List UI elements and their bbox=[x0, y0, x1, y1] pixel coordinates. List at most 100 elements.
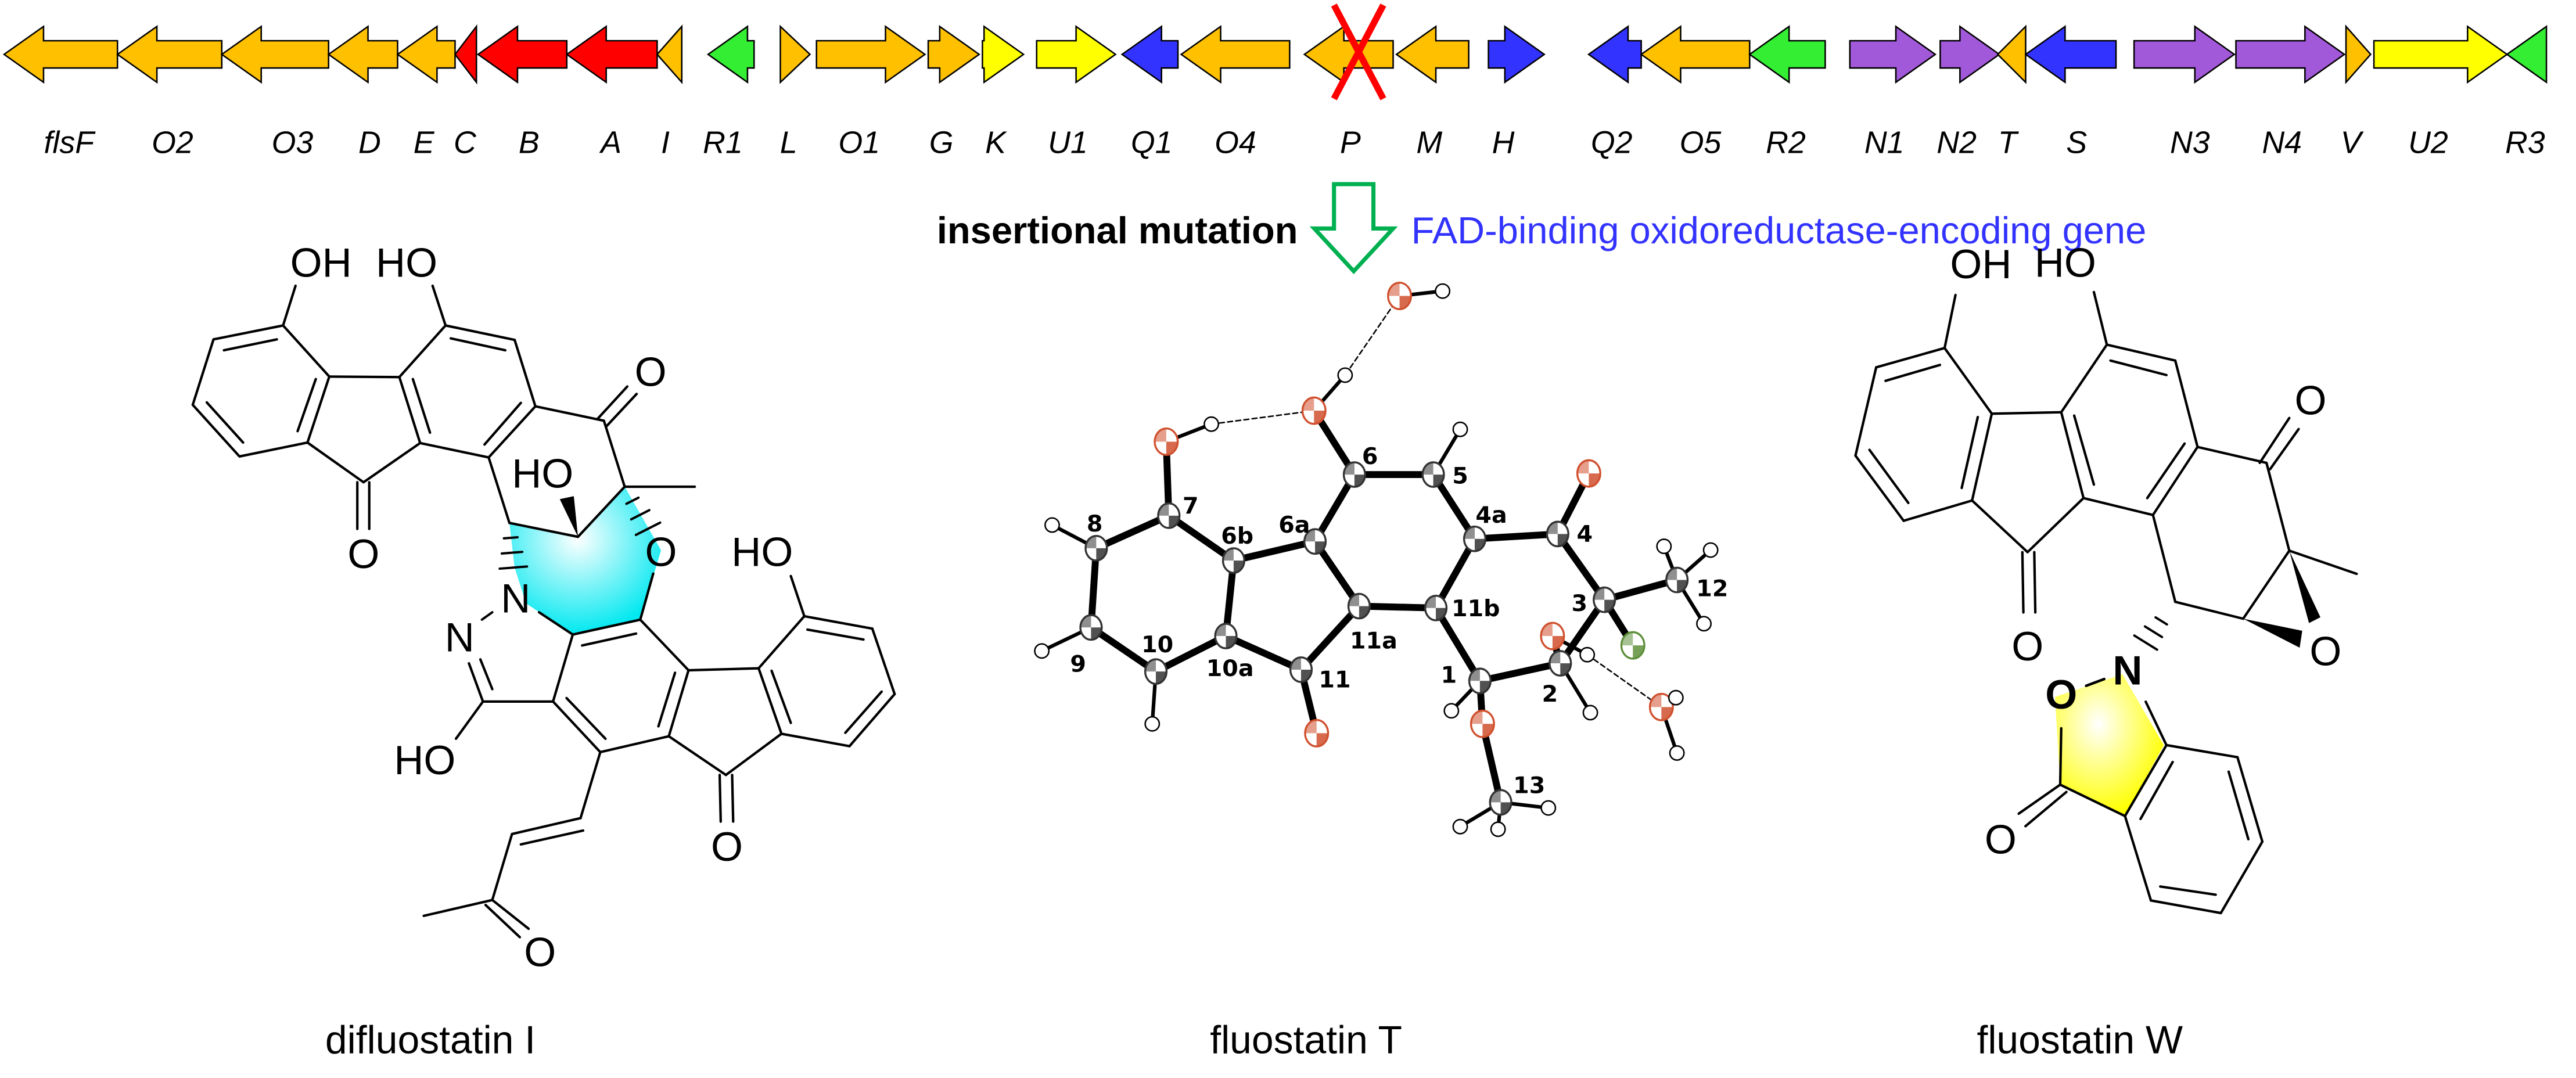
bond bbox=[2265, 461, 2291, 552]
hashed-bond bbox=[502, 536, 519, 540]
gene-arrow-left bbox=[1395, 25, 1470, 84]
carbon-atom bbox=[1079, 614, 1103, 641]
bond bbox=[1093, 512, 1173, 552]
bond bbox=[657, 671, 677, 728]
bond bbox=[296, 378, 317, 433]
bond bbox=[2151, 513, 2177, 603]
bond bbox=[1943, 347, 1993, 415]
gene-arrow-left bbox=[454, 24, 477, 85]
hydrogen-bond bbox=[1344, 295, 1400, 376]
gene-V: V bbox=[2341, 24, 2372, 160]
bond bbox=[1355, 602, 1439, 612]
bond bbox=[2173, 601, 2245, 620]
compound-name-difluostatin-i: difluostatin I bbox=[325, 1018, 536, 1062]
atom-number-label: 11a bbox=[1350, 627, 1397, 654]
bond bbox=[1230, 538, 1318, 565]
bond bbox=[2058, 783, 2126, 818]
gene-arrow-left bbox=[1996, 24, 2027, 84]
atom-number-label: 7 bbox=[1183, 493, 1199, 519]
bond bbox=[511, 817, 582, 836]
oxygen-atom bbox=[1576, 459, 1601, 488]
hydrogen-atom bbox=[1656, 538, 1672, 555]
atom-number-label: 13 bbox=[1513, 772, 1545, 799]
gene-label: N2 bbox=[1937, 125, 1977, 160]
atom-label: N bbox=[445, 614, 475, 660]
bond bbox=[398, 376, 422, 444]
fluorine-atom bbox=[1620, 631, 1646, 660]
hydrogen-atom bbox=[1490, 821, 1506, 838]
bond bbox=[2258, 416, 2291, 465]
carbon-atom bbox=[1221, 547, 1245, 574]
gene-arrow-left bbox=[1180, 25, 1291, 84]
gene-N2: N2 bbox=[1937, 25, 2001, 160]
bond bbox=[2106, 343, 2177, 362]
gene-O1: O1 bbox=[815, 25, 926, 160]
gene-arrow-left bbox=[327, 25, 398, 84]
bond bbox=[306, 441, 365, 484]
atom-label: O bbox=[2011, 623, 2043, 669]
bond bbox=[2021, 551, 2025, 614]
oxygen-atom bbox=[1387, 282, 1413, 310]
gene-arrow-left bbox=[396, 25, 456, 84]
bond bbox=[718, 774, 722, 823]
bond bbox=[519, 829, 585, 846]
carbon-atom bbox=[1214, 623, 1238, 649]
gene-arrow-left bbox=[2, 25, 118, 84]
gene-label: N1 bbox=[1864, 125, 1905, 160]
gene-flsF: flsF bbox=[2, 25, 118, 160]
bond bbox=[1432, 604, 1483, 685]
atom-label: O bbox=[2309, 628, 2341, 674]
gene-label: O5 bbox=[1680, 125, 1722, 160]
bond bbox=[1432, 535, 1478, 612]
hydrogen-bond bbox=[1210, 409, 1315, 425]
atom-label: HO bbox=[512, 450, 573, 496]
bond bbox=[468, 662, 484, 703]
bond bbox=[1960, 415, 1979, 490]
carbon-atom bbox=[1347, 592, 1371, 620]
bond bbox=[491, 832, 513, 901]
carbon-atom bbox=[1424, 594, 1448, 621]
gene-arrow-left bbox=[220, 25, 329, 84]
atom-number-label: 6a bbox=[1278, 512, 1310, 538]
hydrogen-atom bbox=[1144, 716, 1161, 732]
hashed-bond bbox=[625, 496, 640, 505]
atom-number-label: 6b bbox=[1221, 523, 1253, 549]
bond bbox=[581, 632, 638, 647]
bond bbox=[2146, 442, 2186, 500]
gene-label: E bbox=[414, 125, 435, 160]
gene-label: R2 bbox=[1766, 125, 1806, 160]
gene-disruption-cross-icon bbox=[1331, 3, 1386, 100]
bond bbox=[789, 574, 806, 618]
hydrogen-atom bbox=[1034, 643, 1050, 659]
bond bbox=[2109, 359, 2168, 376]
bond bbox=[449, 337, 507, 352]
bond bbox=[483, 401, 522, 446]
carbon-atom bbox=[1084, 534, 1108, 562]
gene-label: M bbox=[1416, 125, 1442, 160]
bond bbox=[1601, 576, 1681, 603]
atom-label: N bbox=[2112, 648, 2142, 693]
down-arrow-icon bbox=[1309, 182, 1398, 275]
gene-Q2: Q2 bbox=[1587, 25, 1642, 160]
gene-U2: U2 bbox=[2373, 25, 2509, 160]
atom-label: HO bbox=[731, 529, 793, 574]
oxygen-atom bbox=[1301, 396, 1327, 425]
bond bbox=[2082, 497, 2154, 516]
atom-label: O bbox=[2045, 671, 2077, 717]
gene-arrow-left bbox=[656, 24, 683, 85]
gene-arrow-right bbox=[2373, 25, 2509, 84]
bond bbox=[757, 615, 806, 670]
atom-number-label: 10a bbox=[1206, 655, 1254, 682]
gene-U1: U1 bbox=[1036, 25, 1117, 160]
bond bbox=[1471, 530, 1561, 542]
bond bbox=[484, 903, 522, 939]
gene-R1: R1 bbox=[703, 25, 755, 160]
gene-arrow-left bbox=[706, 25, 755, 84]
gene-label: P bbox=[1340, 125, 1361, 160]
gene-label: O4 bbox=[1215, 125, 1256, 160]
bond bbox=[2033, 551, 2037, 614]
atom-number-label: 4a bbox=[1475, 502, 1507, 529]
bond bbox=[687, 667, 760, 672]
insertional-mutation-label: insertional mutation bbox=[937, 209, 1298, 251]
